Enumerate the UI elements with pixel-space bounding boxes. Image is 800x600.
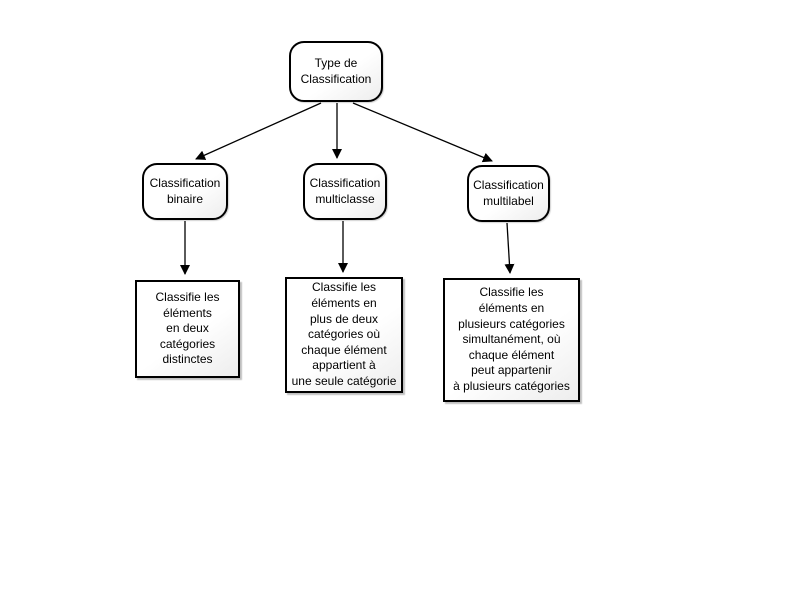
- edge-multilabel-to-desc: [504, 222, 515, 274]
- desc-classification-multilabel-text: Classifie les éléments en plusieurs caté…: [453, 285, 570, 393]
- node-classification-binaire-label: Classification binaire: [149, 175, 221, 206]
- edge-root-to-multilabel: [352, 102, 493, 163]
- desc-classification-binaire: Classifie les éléments en deux catégorie…: [135, 280, 240, 378]
- node-type-de-classification-label: Type de Classification: [300, 55, 372, 86]
- node-classification-binaire: Classification binaire: [142, 163, 228, 220]
- node-classification-multilabel-label: Classification multilabel: [473, 177, 544, 208]
- desc-classification-multiclasse-text: Classifie les éléments en plus de deux c…: [291, 280, 397, 388]
- node-type-de-classification: Type de Classification: [289, 41, 383, 102]
- node-classification-multilabel: Classification multilabel: [467, 165, 550, 222]
- desc-classification-binaire-text: Classifie les éléments en deux catégorie…: [155, 290, 220, 367]
- node-classification-multiclasse: Classification multiclasse: [303, 163, 387, 220]
- desc-classification-multiclasse: Classifie les éléments en plus de deux c…: [285, 277, 403, 393]
- edge-root-to-binaire: [195, 102, 322, 160]
- desc-classification-multilabel: Classifie les éléments en plusieurs caté…: [443, 278, 580, 402]
- node-classification-multiclasse-label: Classification multiclasse: [309, 175, 381, 206]
